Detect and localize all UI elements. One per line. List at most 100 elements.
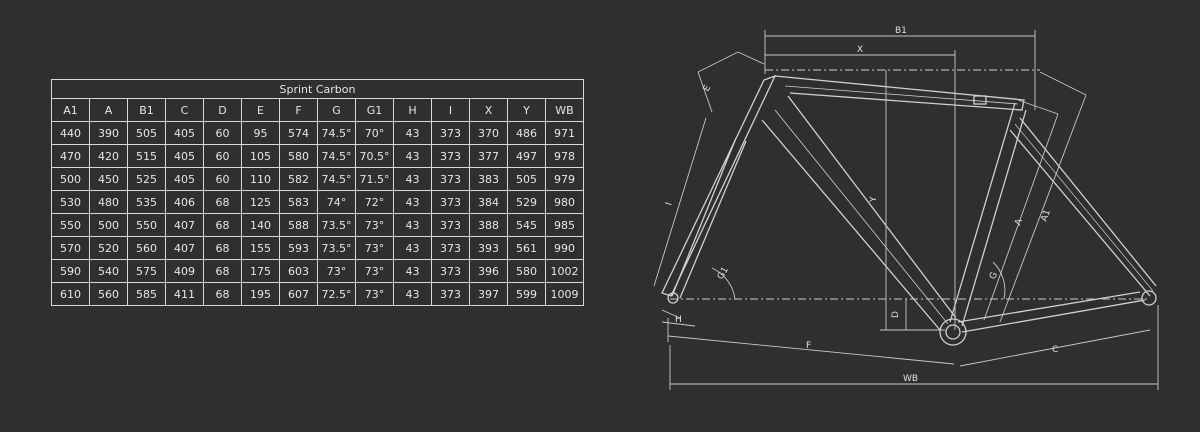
table-cell: 125 [241, 190, 280, 214]
table-cell: 74° [317, 190, 356, 214]
column-header: H [393, 98, 432, 122]
down-tube [761, 95, 957, 331]
table-cell: 530 [51, 190, 90, 214]
dimension-labels: B1 X E Y A1 A I G1 G D H F C WB [664, 26, 1058, 384]
table-cell: 560 [89, 282, 128, 306]
table-cell: 505 [507, 167, 546, 191]
table-cell: 43 [393, 282, 432, 306]
table-cell: 978 [545, 144, 584, 168]
label-h: H [675, 315, 682, 325]
column-header: WB [545, 98, 584, 122]
table-cell: 520 [89, 236, 128, 260]
table-cell: 397 [469, 282, 508, 306]
table-cell: 373 [431, 121, 470, 145]
table-cell: 971 [545, 121, 584, 145]
table-cell: 70° [355, 121, 394, 145]
label-wb: WB [903, 374, 918, 384]
table-cell: 607 [279, 282, 318, 306]
table-cell: 561 [507, 236, 546, 260]
table-cell: 411 [165, 282, 204, 306]
table-cell: 110 [241, 167, 280, 191]
table-cell: 525 [127, 167, 166, 191]
table-cell: 68 [203, 282, 242, 306]
table-cell: 1009 [545, 282, 584, 306]
table-cell: 420 [89, 144, 128, 168]
frame-tubes [661, 74, 1157, 346]
top-tube [774, 75, 1025, 111]
column-header: F [279, 98, 318, 122]
column-header: D [203, 98, 242, 122]
table-cell: 585 [127, 282, 166, 306]
table-cell: 68 [203, 236, 242, 260]
front-dropout [667, 292, 679, 304]
label-d: D [891, 311, 901, 318]
label-f: F [806, 341, 811, 351]
table-cell: 72° [355, 190, 394, 214]
table-cell: 43 [393, 213, 432, 237]
table-cell: 73° [355, 236, 394, 260]
seat-tube [949, 102, 1027, 327]
table-cell: 505 [127, 121, 166, 145]
table-cell: 74.5° [317, 144, 356, 168]
fork [671, 137, 747, 299]
bottom-bracket-inner [945, 324, 961, 340]
label-c: C [1052, 345, 1058, 355]
table-cell: 373 [431, 213, 470, 237]
table-cell: 440 [51, 121, 90, 145]
table-cell: 406 [165, 190, 204, 214]
column-header: A1 [51, 98, 90, 122]
table-cell: 73° [355, 259, 394, 283]
table-cell: 373 [431, 259, 470, 283]
rear-dropout [1141, 290, 1157, 306]
down-tube-inner [774, 109, 949, 325]
seat-stay-inner [1014, 123, 1154, 292]
table-cell: 980 [545, 190, 584, 214]
table-cell: 1002 [545, 259, 584, 283]
table-cell: 610 [51, 282, 90, 306]
label-a1: A1 [1039, 208, 1052, 223]
label-x: X [857, 45, 863, 55]
table-cell: 70.5° [355, 144, 394, 168]
label-a: A [1013, 217, 1025, 227]
table-cell: 535 [127, 190, 166, 214]
table-cell: 500 [51, 167, 90, 191]
table-cell: 405 [165, 144, 204, 168]
table-cell: 373 [431, 144, 470, 168]
top-tube-inner [784, 85, 1019, 105]
seat-clamp [973, 95, 987, 105]
column-header: X [469, 98, 508, 122]
table-cell: 407 [165, 236, 204, 260]
table-cell: 550 [51, 213, 90, 237]
table-cell: 985 [545, 213, 584, 237]
column-header: C [165, 98, 204, 122]
dimension-lines [653, 30, 1159, 390]
column-header: G [317, 98, 356, 122]
table-cell: 588 [279, 213, 318, 237]
chain-stay [957, 291, 1146, 333]
table-cell: 68 [203, 213, 242, 237]
table-cell: 195 [241, 282, 280, 306]
table-cell: 140 [241, 213, 280, 237]
table-cell: 515 [127, 144, 166, 168]
head-tube [661, 74, 777, 297]
seat-stay [1009, 117, 1157, 297]
label-e: E [702, 83, 714, 93]
label-g: G [988, 270, 1000, 281]
label-y: Y [869, 196, 879, 203]
label-g1: G1 [716, 265, 731, 281]
table-cell: 497 [507, 144, 546, 168]
label-b1: B1 [895, 26, 907, 36]
table-cell: 405 [165, 167, 204, 191]
table-cell: 60 [203, 121, 242, 145]
table-cell: 68 [203, 190, 242, 214]
label-i: I [664, 201, 674, 207]
